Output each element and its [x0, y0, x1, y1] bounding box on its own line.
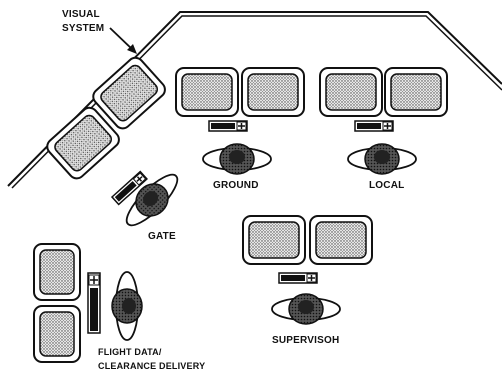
ground-monitor-right [241, 67, 305, 117]
ground-label: GROUND [213, 180, 259, 191]
supervisor-controller-icon [271, 293, 341, 325]
supervisor-position: SUPERVISOH [242, 215, 373, 346]
flight-data-control-panel [87, 272, 101, 334]
local-label: LOCAL [369, 180, 404, 191]
supervisor-control-panel [278, 272, 318, 284]
local-controller-icon [347, 143, 417, 175]
ground-monitor-left [175, 67, 239, 117]
gate-position: GATE [43, 53, 188, 242]
local-monitor-left [319, 67, 383, 117]
ground-position: GROUND [175, 67, 305, 191]
gate-controller-icon [116, 164, 188, 236]
local-monitor-right [384, 67, 448, 117]
supervisor-label: SUPERVISOH [272, 335, 339, 346]
gate-label: GATE [148, 231, 176, 242]
visual-system-arrow [109, 27, 134, 51]
local-position: LOCAL [319, 67, 448, 191]
visual-system-callout: VISUAL SYSTEM [62, 9, 137, 54]
ground-control-panel [208, 120, 248, 132]
visual-system-label-line1: VISUAL [62, 9, 100, 20]
supervisor-monitor-right [309, 215, 373, 265]
flight-data-label-line2: CLEARANCE DELIVERY [98, 361, 205, 371]
local-control-panel [354, 120, 394, 132]
supervisor-monitor-left [242, 215, 306, 265]
flight-data-position: FLIGHT DATA/ CLEARANCE DELIVERY [33, 243, 205, 371]
flight-data-controller-icon [111, 271, 143, 341]
visual-system-label-line2: SYSTEM [62, 23, 104, 34]
ground-controller-icon [202, 143, 272, 175]
flight-data-label-line1: FLIGHT DATA/ [98, 347, 162, 357]
